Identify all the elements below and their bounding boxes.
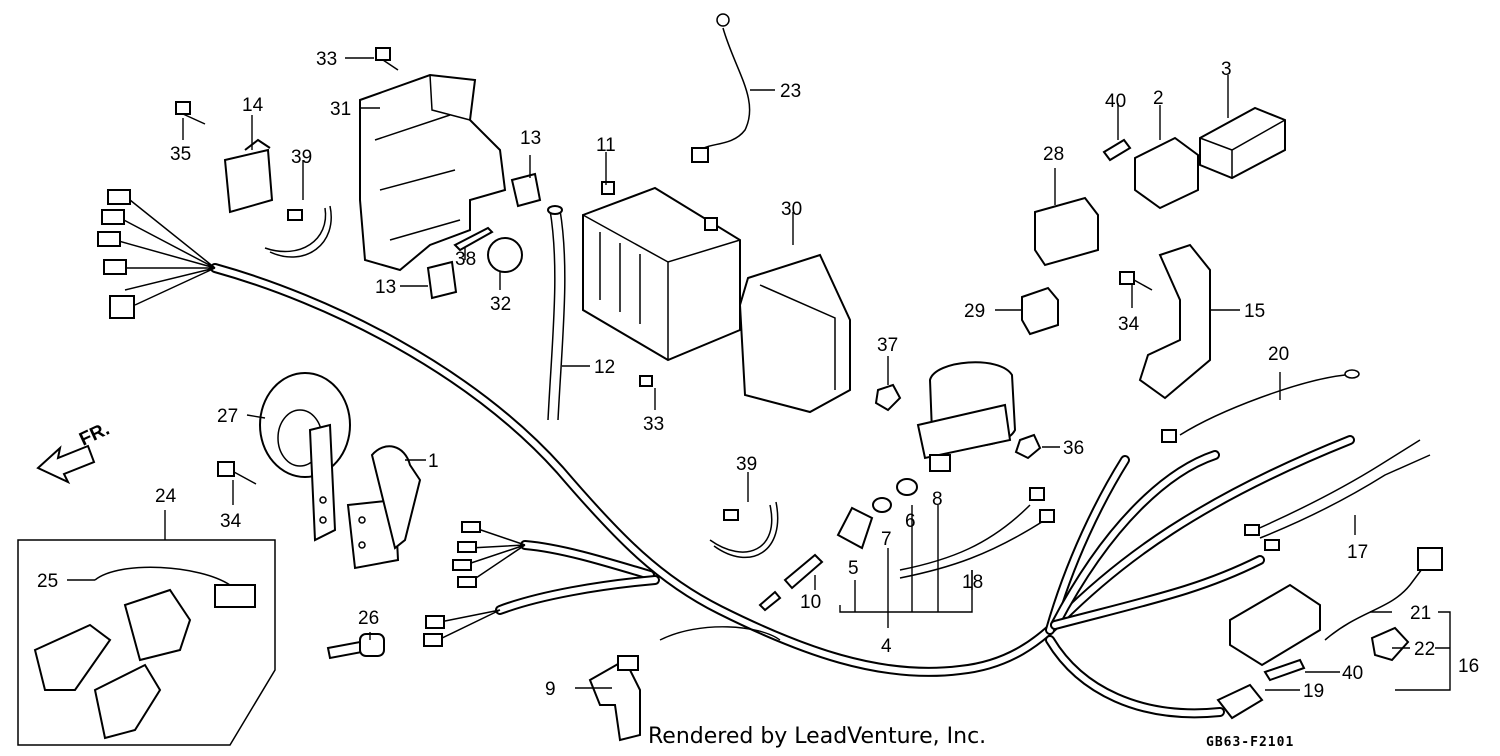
part-pin [453, 226, 494, 252]
part-nut-36 [1014, 433, 1042, 460]
callout-8: 8 [932, 489, 943, 510]
callout-3: 3 [1221, 59, 1232, 80]
callout-11: 11 [596, 135, 616, 156]
part-sub-harness [1244, 439, 1431, 551]
part-pad-upper [510, 172, 542, 208]
callout-39-upper: 39 [291, 147, 312, 168]
main-wire-harness [210, 263, 1355, 719]
callout-1: 1 [428, 451, 439, 472]
harness-connector-bundle [97, 189, 216, 319]
part-sleeve [758, 553, 824, 612]
callout-37: 37 [877, 335, 898, 356]
callout-labels: 1 2 3 4 5 6 7 8 9 10 11 12 13 13 14 15 1… [37, 49, 1479, 702]
part-connector-29 [1021, 286, 1059, 336]
callout-10: 10 [800, 592, 821, 613]
figure-code: GB63-F2101 [1206, 735, 1295, 750]
leader-lines [67, 57, 1451, 691]
part-battery-bracket [738, 253, 851, 414]
callout-31: 31 [330, 99, 351, 120]
callout-9: 9 [545, 679, 556, 700]
callout-34-left: 34 [220, 511, 242, 532]
callout-13-upper: 13 [520, 128, 541, 149]
part-bolt-34-right [1119, 271, 1153, 291]
ignition-switch-assembly-box [17, 539, 276, 746]
part-cap-6 [896, 478, 918, 496]
callout-21: 21 [1410, 603, 1431, 624]
callout-4: 4 [881, 636, 892, 657]
part-lead-wire [899, 487, 1055, 579]
front-direction-indicator: FR. [36, 419, 113, 485]
part-disc [487, 237, 523, 273]
callout-19: 19 [1303, 681, 1324, 702]
part-cap-5 [836, 506, 874, 550]
callout-23: 23 [780, 81, 801, 102]
callout-16: 16 [1458, 656, 1479, 677]
callout-26: 26 [358, 608, 379, 629]
part-bolt-34-left [217, 461, 257, 485]
callout-33-top: 33 [316, 49, 337, 70]
callout-40-bottom: 40 [1342, 663, 1363, 684]
harness-wire-ends-left [423, 521, 526, 647]
callout-28: 28 [1043, 144, 1064, 165]
part-key [326, 633, 385, 660]
callout-14: 14 [242, 95, 264, 116]
part-cap-7 [872, 497, 892, 513]
callout-12: 12 [594, 357, 615, 378]
callout-5: 5 [848, 558, 859, 579]
callout-30: 30 [781, 199, 802, 220]
callout-29: 29 [964, 301, 985, 322]
callout-36: 36 [1063, 438, 1084, 459]
part-ground-cable [691, 13, 751, 163]
callout-34-right: 34 [1118, 314, 1140, 335]
callout-24: 24 [155, 486, 177, 507]
part-horn [259, 372, 351, 542]
part-relay [223, 138, 274, 214]
part-ignition-coil [916, 361, 1017, 472]
callout-6: 6 [905, 511, 916, 532]
callout-40-top: 40 [1105, 91, 1126, 112]
callout-2: 2 [1153, 88, 1164, 109]
callout-39-lower: 39 [736, 454, 757, 475]
part-band-upper [264, 205, 332, 258]
callout-22: 22 [1414, 639, 1435, 660]
part-fuse-holder [1134, 136, 1199, 210]
part-starter-cable [1161, 369, 1360, 443]
callout-35: 35 [170, 144, 191, 165]
part-battery [582, 181, 741, 362]
part-fuse-bottom [1263, 658, 1306, 682]
part-wire-21 [1324, 547, 1443, 641]
part-spark-plug-cap [588, 655, 641, 742]
part-fuse-top [1102, 138, 1132, 162]
front-label: FR. [76, 419, 113, 451]
part-bolt-33-top [375, 47, 399, 71]
part-fuse-case [1370, 626, 1410, 662]
part-fuse-holder-19 [1216, 683, 1264, 720]
callout-38: 38 [455, 249, 476, 270]
part-bolt-33-bottom [639, 375, 653, 387]
part-band-lower [709, 501, 779, 559]
part-breather-tube [547, 205, 566, 421]
part-battery-holder [359, 73, 507, 272]
callout-7: 7 [881, 529, 892, 550]
part-pad-lower [426, 260, 458, 300]
callout-15: 15 [1244, 301, 1265, 322]
callout-25: 25 [37, 571, 58, 592]
callout-33-bottom: 33 [643, 414, 664, 435]
part-bracket-15 [1138, 243, 1211, 400]
part-nut-37 [874, 383, 902, 412]
callout-13-lower: 13 [375, 277, 396, 298]
part-bracket [346, 445, 422, 570]
callout-20: 20 [1268, 344, 1289, 365]
part-regulator-box [1199, 106, 1286, 180]
part-ignition-switch [33, 566, 256, 740]
part-condenser [1229, 583, 1321, 667]
callout-18: 18 [962, 572, 983, 593]
callout-32: 32 [490, 294, 511, 315]
credit-text: Rendered by LeadVenture, Inc. [648, 724, 987, 749]
part-bolt-35 [175, 101, 206, 125]
callout-27: 27 [217, 406, 238, 427]
part-flasher-relay [1034, 196, 1099, 267]
callout-17: 17 [1347, 542, 1368, 563]
